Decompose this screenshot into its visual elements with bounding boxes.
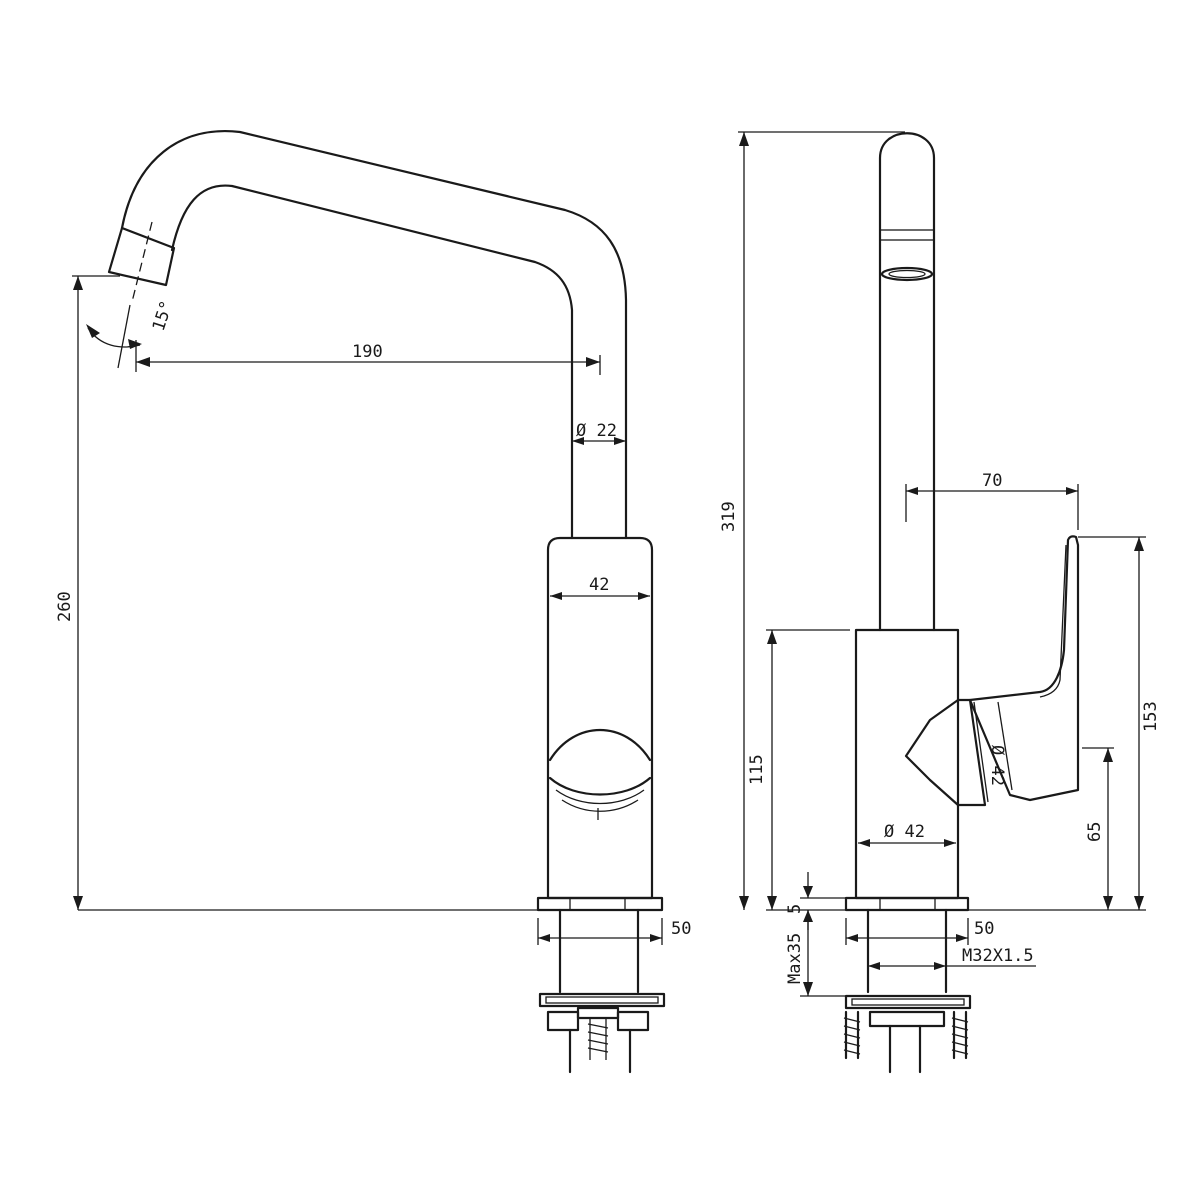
side-plate-inner xyxy=(851,998,965,1006)
reach-label: 190 xyxy=(352,342,383,362)
body-height-arrow-bottom xyxy=(767,896,777,910)
max-deck-label: Max35 xyxy=(785,933,805,984)
side-body-arrow-right xyxy=(944,839,956,847)
spout-height-label: 260 xyxy=(55,591,75,622)
angle-arrow-right xyxy=(128,339,142,349)
total-height-arrow-top xyxy=(739,132,749,146)
side-shank xyxy=(866,908,948,994)
base-arrow-right xyxy=(650,934,662,942)
handle-reach-arrow-left xyxy=(906,487,918,495)
body-width-arrow-left xyxy=(550,592,562,600)
nut-right xyxy=(616,1010,650,1032)
handle-low-arrow-top xyxy=(1103,748,1113,762)
base-width-label: 50 xyxy=(671,919,691,939)
handle-height-arrow-top xyxy=(1134,537,1144,551)
angle-label: 15° xyxy=(149,298,178,333)
body-width-label: 42 xyxy=(589,575,609,595)
total-height-label: 319 xyxy=(719,501,739,532)
body-width-arrow-right xyxy=(638,592,650,600)
screw-right-thread xyxy=(951,1017,969,1055)
handle-reach-arrow-right xyxy=(1066,487,1078,495)
reach-arrow-right xyxy=(586,357,600,367)
handle-inner-line xyxy=(997,701,1013,791)
spout-inner xyxy=(170,184,574,540)
base-flange xyxy=(536,896,664,912)
side-handle xyxy=(968,535,1080,802)
thread-arrow-left xyxy=(868,962,880,970)
cartridge-line xyxy=(969,699,986,806)
handle-low-label: 65 xyxy=(1085,822,1105,842)
handle-low-arrow-bottom xyxy=(1103,896,1113,910)
side-body-arrow-left xyxy=(858,839,870,847)
side-aerator-band xyxy=(879,229,935,241)
shank xyxy=(558,908,640,994)
thread-label: M32X1.5 xyxy=(962,946,1034,966)
handle-dia-dim-line xyxy=(973,701,989,803)
spout-height-arrow-top xyxy=(73,276,83,290)
pipe-diameter-label: Ø 22 xyxy=(576,421,617,441)
side-base-arrow-left xyxy=(846,934,858,942)
plate-inner xyxy=(545,996,659,1004)
base-thick-arrow-top xyxy=(803,886,813,898)
washer xyxy=(576,1006,620,1020)
body-lower-curve-3 xyxy=(555,789,645,805)
base-arrow-left xyxy=(538,934,550,942)
pipe-arrow-right xyxy=(614,437,626,445)
body-height-arrow-top xyxy=(767,630,777,644)
side-base-width-label: 50 xyxy=(974,919,994,939)
angle-reference-line xyxy=(117,304,131,369)
stud-thread xyxy=(587,1023,609,1053)
side-body-diameter-label: Ø 42 xyxy=(884,822,925,842)
max-deck-arrow-bottom xyxy=(803,982,813,996)
spout-outer xyxy=(120,130,628,540)
body-lower-curve-4 xyxy=(561,799,639,812)
side-base-flange xyxy=(844,896,970,912)
side-base-arrow-right xyxy=(956,934,968,942)
handle-height-label: 153 xyxy=(1141,701,1161,732)
spout-height-arrow-bottom xyxy=(73,896,83,910)
screw-left-thread xyxy=(843,1017,861,1055)
total-height-arrow-bottom xyxy=(739,896,749,910)
handle-diameter-label: Ø 42 xyxy=(987,745,1007,786)
reach-arrow-left xyxy=(136,357,150,367)
body-lower-curve-2 xyxy=(548,776,652,796)
thread-arrow-right xyxy=(934,962,946,970)
angle-arrow-left xyxy=(86,324,100,338)
mounting-plate xyxy=(538,992,666,1008)
nut-left xyxy=(546,1010,580,1032)
side-aerator-inner xyxy=(888,269,926,279)
side-aerator-outlet xyxy=(880,266,934,282)
handle-edge xyxy=(1039,544,1067,698)
side-spout-tube xyxy=(878,132,936,632)
side-body xyxy=(854,628,960,900)
pipe-arrow-left xyxy=(572,437,584,445)
front-view: 15° 190 Ø 22 42 260 xyxy=(55,130,691,1074)
handle-reach-label: 70 xyxy=(982,471,1002,491)
body-lower-curve-1 xyxy=(548,729,652,762)
base-thickness-label: 5 xyxy=(785,904,805,914)
body-height-label: 115 xyxy=(747,754,767,785)
handle-height-arrow-bottom xyxy=(1134,896,1144,910)
side-mounting-plate xyxy=(844,994,972,1010)
side-view: Ø 42 Ø 42 319 115 70 153 xyxy=(719,131,1161,1074)
side-cartridge xyxy=(904,698,960,807)
side-nut xyxy=(868,1010,946,1028)
